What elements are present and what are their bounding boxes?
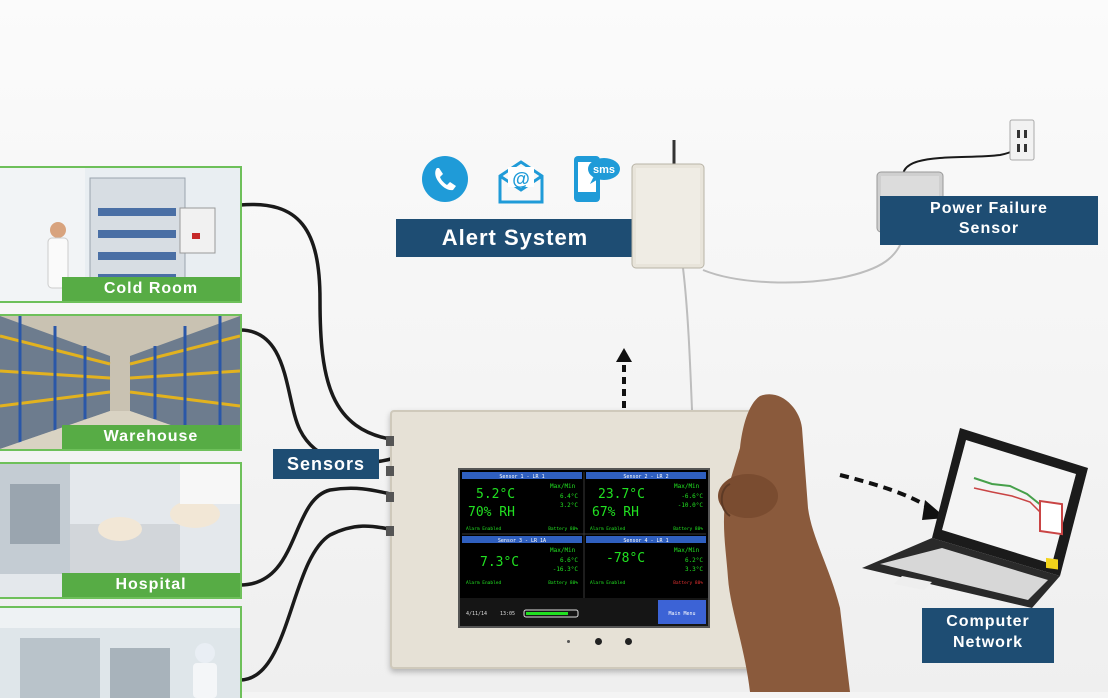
alert-system-label: Alert System bbox=[396, 219, 634, 257]
phone-icon bbox=[421, 155, 469, 203]
sensor1-header: Sensor 1 - LR 1 bbox=[499, 474, 544, 480]
s4-max: 6.2°C bbox=[685, 557, 703, 564]
s4-battery: Battery 80% bbox=[673, 580, 703, 586]
cable-power-sensor bbox=[702, 229, 906, 284]
logger-ports bbox=[386, 436, 394, 536]
sensor4-header: Sensor 4 - LR 1 bbox=[623, 538, 668, 544]
s2-alarm: Alarm Enabled bbox=[590, 526, 626, 532]
s1-max: 6.4°C bbox=[560, 493, 578, 500]
s4-alarm: Alarm Enabled bbox=[590, 580, 626, 586]
s1-rh: 70% RH bbox=[468, 505, 515, 520]
svg-text:sms: sms bbox=[593, 164, 615, 176]
s2-max: -6.6°C bbox=[681, 493, 703, 500]
computer-network-line2: Network bbox=[952, 634, 1024, 651]
cable-cold-room bbox=[238, 202, 397, 442]
data-logger: Sensor 1 - LR 1 Sensor 2 - LR 2 Sensor 3… bbox=[386, 410, 779, 669]
s1-battery: Battery 80% bbox=[548, 526, 578, 532]
laptop-image bbox=[862, 428, 1088, 608]
cable-warehouse bbox=[238, 328, 397, 465]
panel-cold-room: Cold Room bbox=[0, 166, 242, 303]
s3-temp: 7.3°C bbox=[480, 555, 519, 570]
s4-min: 3.3°C bbox=[685, 566, 703, 573]
s1-temp: 5.2°C bbox=[476, 487, 515, 502]
s2-min: -10.0°C bbox=[678, 502, 704, 509]
email-icon: @ bbox=[497, 156, 545, 204]
alert-device bbox=[628, 138, 708, 270]
panel-hospital: Hospital bbox=[0, 462, 242, 599]
power-outlet bbox=[1008, 118, 1036, 162]
cable-hospital bbox=[238, 486, 397, 587]
hand-image bbox=[718, 394, 850, 692]
s3-min: -16.3°C bbox=[553, 566, 579, 573]
s1-alarm: Alarm Enabled bbox=[466, 526, 502, 532]
main-menu-button[interactable] bbox=[658, 600, 706, 624]
panel-cleanroom bbox=[0, 606, 242, 698]
s3-alarm: Alarm Enabled bbox=[466, 580, 502, 586]
logger-dots bbox=[567, 638, 637, 646]
panel-caption: Cold Room bbox=[62, 277, 240, 301]
cable-cleanroom bbox=[238, 524, 397, 682]
sms-icon: sms bbox=[570, 152, 622, 206]
s2-rh: 67% RH bbox=[592, 505, 639, 520]
sensor3-header: Sensor 3 - LR 1A bbox=[498, 538, 546, 544]
dashed-arrow-up bbox=[616, 348, 632, 408]
logger-screen: Sensor 1 - LR 1 Sensor 2 - LR 2 Sensor 3… bbox=[460, 470, 708, 626]
panel-warehouse: Warehouse bbox=[0, 314, 242, 451]
power-failure-line1: Power Failure bbox=[930, 200, 1048, 217]
s1-maxmin: Max/Min bbox=[550, 483, 576, 490]
cleanroom-photo bbox=[0, 608, 240, 698]
panel-caption: Hospital bbox=[62, 573, 240, 597]
computer-network-label: Computer Network bbox=[922, 608, 1054, 663]
s4-maxmin: Max/Min bbox=[674, 547, 700, 554]
s3-max: 6.6°C bbox=[560, 557, 578, 564]
s4-temp: -78°C bbox=[606, 551, 645, 566]
s2-temp: 23.7°C bbox=[598, 487, 645, 502]
s1-min: 3.2°C bbox=[560, 502, 578, 509]
screen-time: 13:05 bbox=[500, 611, 515, 617]
panel-caption: Warehouse bbox=[62, 425, 240, 449]
power-failure-line2: Sensor bbox=[958, 220, 1020, 237]
svg-text:@: @ bbox=[512, 169, 530, 189]
power-failure-sensor-label: Power Failure Sensor bbox=[880, 196, 1098, 245]
sensors-label: Sensors bbox=[273, 449, 379, 479]
logger-bezel: Sensor 1 - LR 1 Sensor 2 - LR 2 Sensor 3… bbox=[458, 468, 710, 628]
s2-battery: Battery 80% bbox=[673, 526, 703, 532]
main-menu-label: Main Menu bbox=[668, 611, 695, 617]
sensor2-header: Sensor 2 - LR 2 bbox=[623, 474, 668, 480]
computer-network-line1: Computer bbox=[946, 613, 1030, 630]
s3-battery: Battery 80% bbox=[548, 580, 578, 586]
s3-maxmin: Max/Min bbox=[550, 547, 576, 554]
s2-maxmin: Max/Min bbox=[674, 483, 700, 490]
cable-alert-device bbox=[682, 267, 693, 411]
screen-date: 4/11/14 bbox=[466, 611, 487, 617]
